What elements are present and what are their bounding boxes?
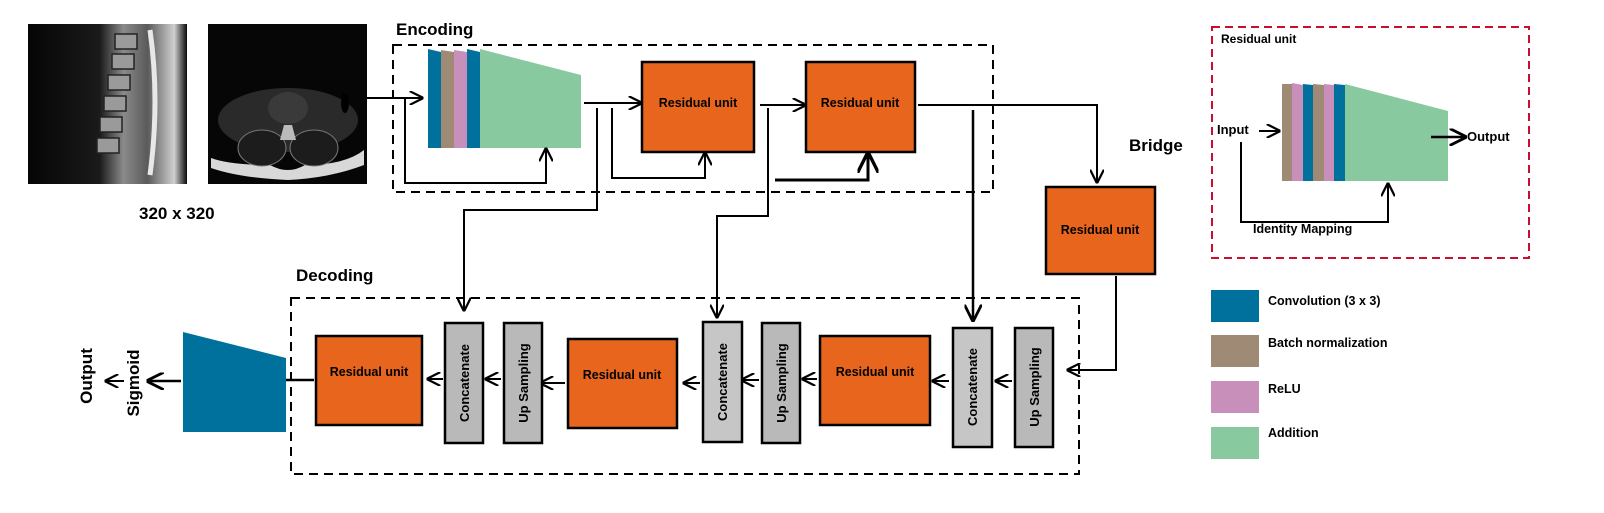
skip-concat-arrow-2 [717, 108, 769, 317]
identity-mapping-arrow [1240, 142, 1388, 223]
encoding-box [392, 44, 994, 193]
legend-swatch [1211, 290, 1259, 322]
decoding-concatenate-1[interactable]: Concatenate [443, 321, 485, 445]
legend-label: ReLU [1268, 382, 1301, 396]
decoding-up-sampling-3[interactable]: Up Sampling [1013, 326, 1055, 449]
decoding-up-sampling-1[interactable]: Up Sampling [502, 321, 544, 445]
decoding-residual-unit-2[interactable]: Residual unit [566, 337, 679, 430]
legend-item-convolution: Convolution (3 x 3) [1211, 290, 1381, 322]
decoding-concatenate-2[interactable]: Concatenate [701, 320, 744, 444]
input-size-label: 320 x 320 [139, 204, 215, 223]
skip-connection-arrow [775, 154, 868, 182]
legend-item-batch-normalization: Batch normalization [1211, 335, 1387, 367]
output-label: Output [77, 348, 96, 404]
decoding-residual-unit-3[interactable]: Residual unit [818, 334, 932, 427]
sagittal-mri-image [28, 24, 187, 184]
residual-unit-detail-panel: Residual unit Input Output Identity Mapp… [1211, 26, 1530, 259]
concatenate-label: Concatenate [457, 344, 472, 422]
detail-input-label: Input [1217, 122, 1249, 137]
detail-output-label: Output [1467, 129, 1510, 144]
residual-unit-label: Residual unit [330, 365, 409, 379]
skip-connection-arrow [611, 108, 705, 179]
legend-label: Addition [1268, 426, 1319, 440]
legend-label: Convolution (3 x 3) [1268, 294, 1381, 308]
identity-mapping-label: Identity Mapping [1253, 222, 1352, 236]
batch-norm-layer [441, 50, 454, 148]
to-bridge-arrow [918, 104, 1097, 182]
bridge-residual-unit[interactable]: Residual unit [1044, 185, 1157, 276]
decoding-box [290, 297, 1080, 475]
conv-layer [467, 49, 480, 148]
legend-item-addition: Addition [1211, 426, 1319, 459]
relu-layer [1324, 84, 1334, 181]
detail-title: Residual unit [1221, 32, 1296, 46]
axial-mri-image [208, 24, 367, 184]
relu-layer [1292, 83, 1303, 181]
concatenate-label: Concatenate [715, 343, 730, 421]
batch-norm-layer [1282, 84, 1292, 181]
decoding-up-sampling-2[interactable]: Up Sampling [760, 321, 802, 445]
decoding-residual-unit-1[interactable]: Residual unit [314, 334, 424, 427]
residual-unit-label: Residual unit [836, 365, 915, 379]
up-sampling-label: Up Sampling [1027, 347, 1042, 427]
up-sampling-label: Up Sampling [516, 343, 531, 423]
conv-layer [428, 49, 441, 148]
legend-swatch [1211, 427, 1259, 459]
final-convolution-block [183, 332, 286, 432]
input-images: 320 x 320 [28, 24, 367, 223]
decoding-concatenate-3[interactable]: Concatenate [951, 326, 994, 449]
relu-layer [454, 50, 467, 148]
residual-unit-label: Residual unit [659, 96, 738, 110]
encoding-residual-unit-2[interactable]: Residual unit [804, 60, 917, 154]
legend-label: Batch normalization [1268, 336, 1387, 350]
legend-swatch [1211, 335, 1259, 367]
legend-swatch [1211, 381, 1259, 413]
legend-item-relu: ReLU [1211, 381, 1301, 413]
conv-layer [1303, 84, 1313, 181]
bridge-to-decoder-arrow [1068, 276, 1117, 370]
up-sampling-label: Up Sampling [774, 343, 789, 423]
conv-layer [1334, 84, 1345, 181]
bridge-title: Bridge [1129, 136, 1183, 155]
legend: Convolution (3 x 3) Batch normalization … [1211, 290, 1387, 459]
sigmoid-label: Sigmoid [124, 349, 143, 416]
residual-unit-label: Residual unit [1061, 223, 1140, 237]
skip-connection-arrow [404, 98, 546, 184]
detail-box [1211, 26, 1530, 259]
concatenate-label: Concatenate [965, 348, 980, 426]
encoding-residual-unit-1[interactable]: Residual unit [640, 60, 756, 154]
addition-layer [1345, 84, 1448, 181]
decoding-title: Decoding [296, 266, 373, 285]
addition-layer [480, 49, 581, 148]
residual-unit-label: Residual unit [583, 368, 662, 382]
residual-unit-label: Residual unit [821, 96, 900, 110]
skip-concat-arrow-1 [464, 108, 598, 310]
batch-norm-layer [1313, 84, 1324, 181]
encoding-first-block [428, 49, 581, 148]
encoding-title: Encoding [396, 20, 473, 39]
